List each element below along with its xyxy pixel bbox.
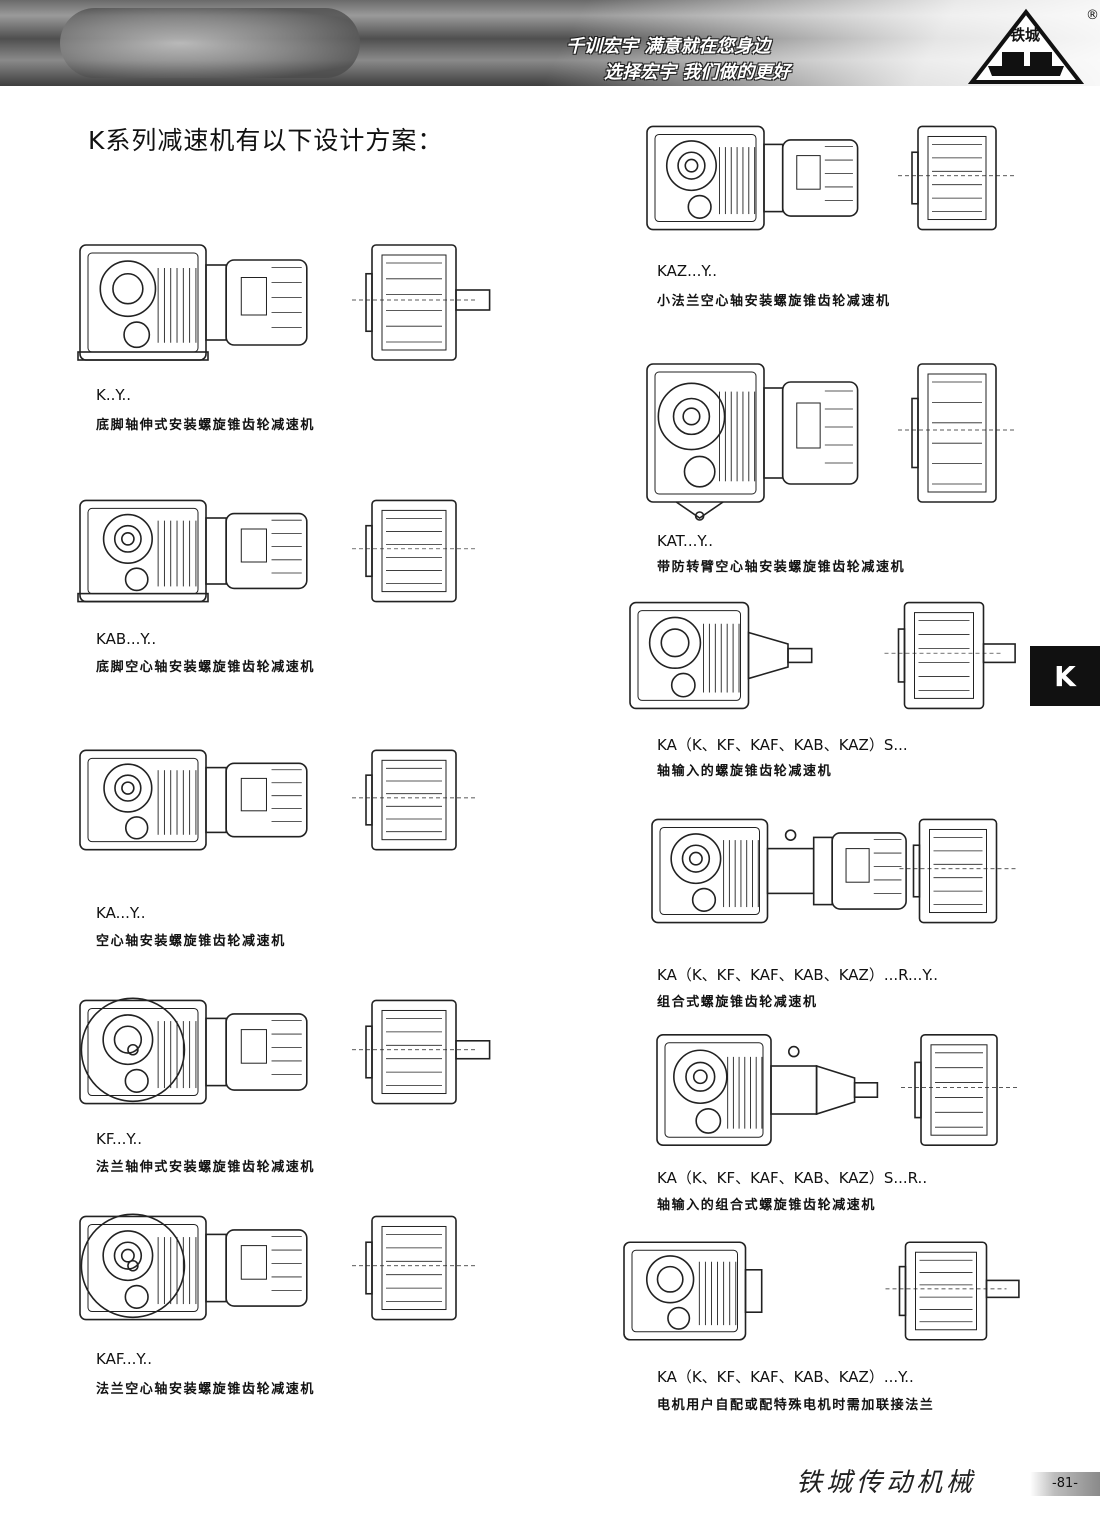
- entry-ka-y: KA...Y.. 空心轴安装螺旋锥齿轮减速机: [78, 746, 498, 949]
- model-code: KAB...Y..: [96, 630, 157, 648]
- model-description: 法兰轴伸式安装螺旋锥齿轮减速机: [96, 1160, 316, 1175]
- slogan-line-2: 选择宏宇 我们做的更好: [604, 62, 791, 83]
- model-description: 电机用户自配或配特殊电机时需加联接法兰: [657, 1398, 935, 1413]
- model-code: KAF...Y..: [96, 1350, 153, 1368]
- gear-drawing: [79, 1213, 476, 1321]
- gear-drawing: [79, 749, 476, 851]
- model-code: KAT...Y..: [657, 532, 714, 550]
- entry-kaf-y: KAF...Y.. 法兰空心轴安装螺旋锥齿轮减速机: [78, 1212, 498, 1402]
- gear-drawing: [79, 997, 491, 1105]
- section-tab-k: K: [1030, 646, 1100, 706]
- page-number: -81-: [1030, 1472, 1100, 1496]
- model-description: 轴输入的螺旋锥齿轮减速机: [657, 764, 833, 779]
- entry-kab-y: KAB...Y.. 底脚空心轴安装螺旋锥齿轮减速机: [77, 496, 498, 686]
- entry-ka-r-y: KA（K、KF、KAF、KAB、KAZ）...R...Y.. 组合式螺旋锥齿轮减…: [650, 815, 1035, 1015]
- gear-drawing: [646, 125, 1016, 231]
- logo-text: 铁城: [1010, 26, 1041, 44]
- model-code: KA（K、KF、KAF、KAB、KAZ）...R...Y..: [657, 966, 938, 984]
- model-code: KAZ...Y..: [657, 262, 718, 280]
- entry-ka-s-r: KA（K、KF、KAF、KAB、KAZ）S...R.. 轴输入的组合式螺旋锥齿轮…: [655, 1030, 1035, 1220]
- model-description: 小法兰空心轴安装螺旋锥齿轮减速机: [657, 294, 891, 309]
- registered-mark: ®: [1086, 8, 1099, 23]
- model-code: KA（K、KF、KAF、KAB、KAZ）S...R..: [657, 1169, 928, 1187]
- model-description: 底脚空心轴安装螺旋锥齿轮减速机: [96, 660, 316, 675]
- entry-ka-s: KA（K、KF、KAF、KAB、KAZ）S... 轴输入的螺旋锥齿轮减速机: [628, 598, 1023, 783]
- gear-drawing: [623, 1241, 1020, 1341]
- header-banner: [0, 0, 1100, 86]
- gear-photo: [60, 8, 360, 78]
- model-code: KF...Y..: [96, 1130, 143, 1148]
- model-code: KA（K、KF、KAF、KAB、KAZ）S...: [657, 736, 908, 754]
- entry-k-y: K..Y.. 底脚轴伸式安装螺旋锥齿轮减速机: [77, 240, 498, 440]
- model-description: 带防转臂空心轴安装螺旋锥齿轮减速机: [657, 560, 906, 575]
- gear-drawing: [77, 244, 491, 361]
- gear-drawing: [646, 363, 1016, 521]
- entry-ka-adapter: KA（K、KF、KAF、KAB、KAZ）...Y.. 电机用户自配或配特殊电机时…: [622, 1238, 1027, 1418]
- entry-kat-y: KAT...Y.. 带防转臂空心轴安装螺旋锥齿轮减速机: [645, 358, 1035, 578]
- company-logo: [968, 8, 1084, 84]
- entry-kf-y: KF...Y.. 法兰轴伸式安装螺旋锥齿轮减速机: [78, 996, 498, 1176]
- entry-kaz-y: KAZ...Y.. 小法兰空心轴安装螺旋锥齿轮减速机: [645, 122, 1035, 312]
- model-code: KA...Y..: [96, 904, 146, 922]
- model-code: K..Y..: [96, 386, 132, 404]
- model-code: KA（K、KF、KAF、KAB、KAZ）...Y..: [657, 1368, 914, 1386]
- gear-drawing: [651, 818, 1017, 924]
- model-description: 组合式螺旋锥齿轮减速机: [657, 995, 818, 1010]
- gear-drawing: [656, 1034, 1017, 1147]
- slogan-line-1: 千训宏宇 满意就在您身边: [566, 36, 771, 57]
- gear-drawing: [629, 601, 1016, 710]
- page-title: K系列减速机有以下设计方案：: [88, 126, 444, 155]
- model-description: 轴输入的组合式螺旋锥齿轮减速机: [657, 1198, 877, 1213]
- model-description: 空心轴安装螺旋锥齿轮减速机: [96, 934, 286, 949]
- gear-drawing: [77, 499, 476, 603]
- footer-brand: 铁城传动机械: [796, 1468, 977, 1498]
- model-description: 底脚轴伸式安装螺旋锥齿轮减速机: [96, 418, 316, 433]
- model-description: 法兰空心轴安装螺旋锥齿轮减速机: [96, 1382, 316, 1397]
